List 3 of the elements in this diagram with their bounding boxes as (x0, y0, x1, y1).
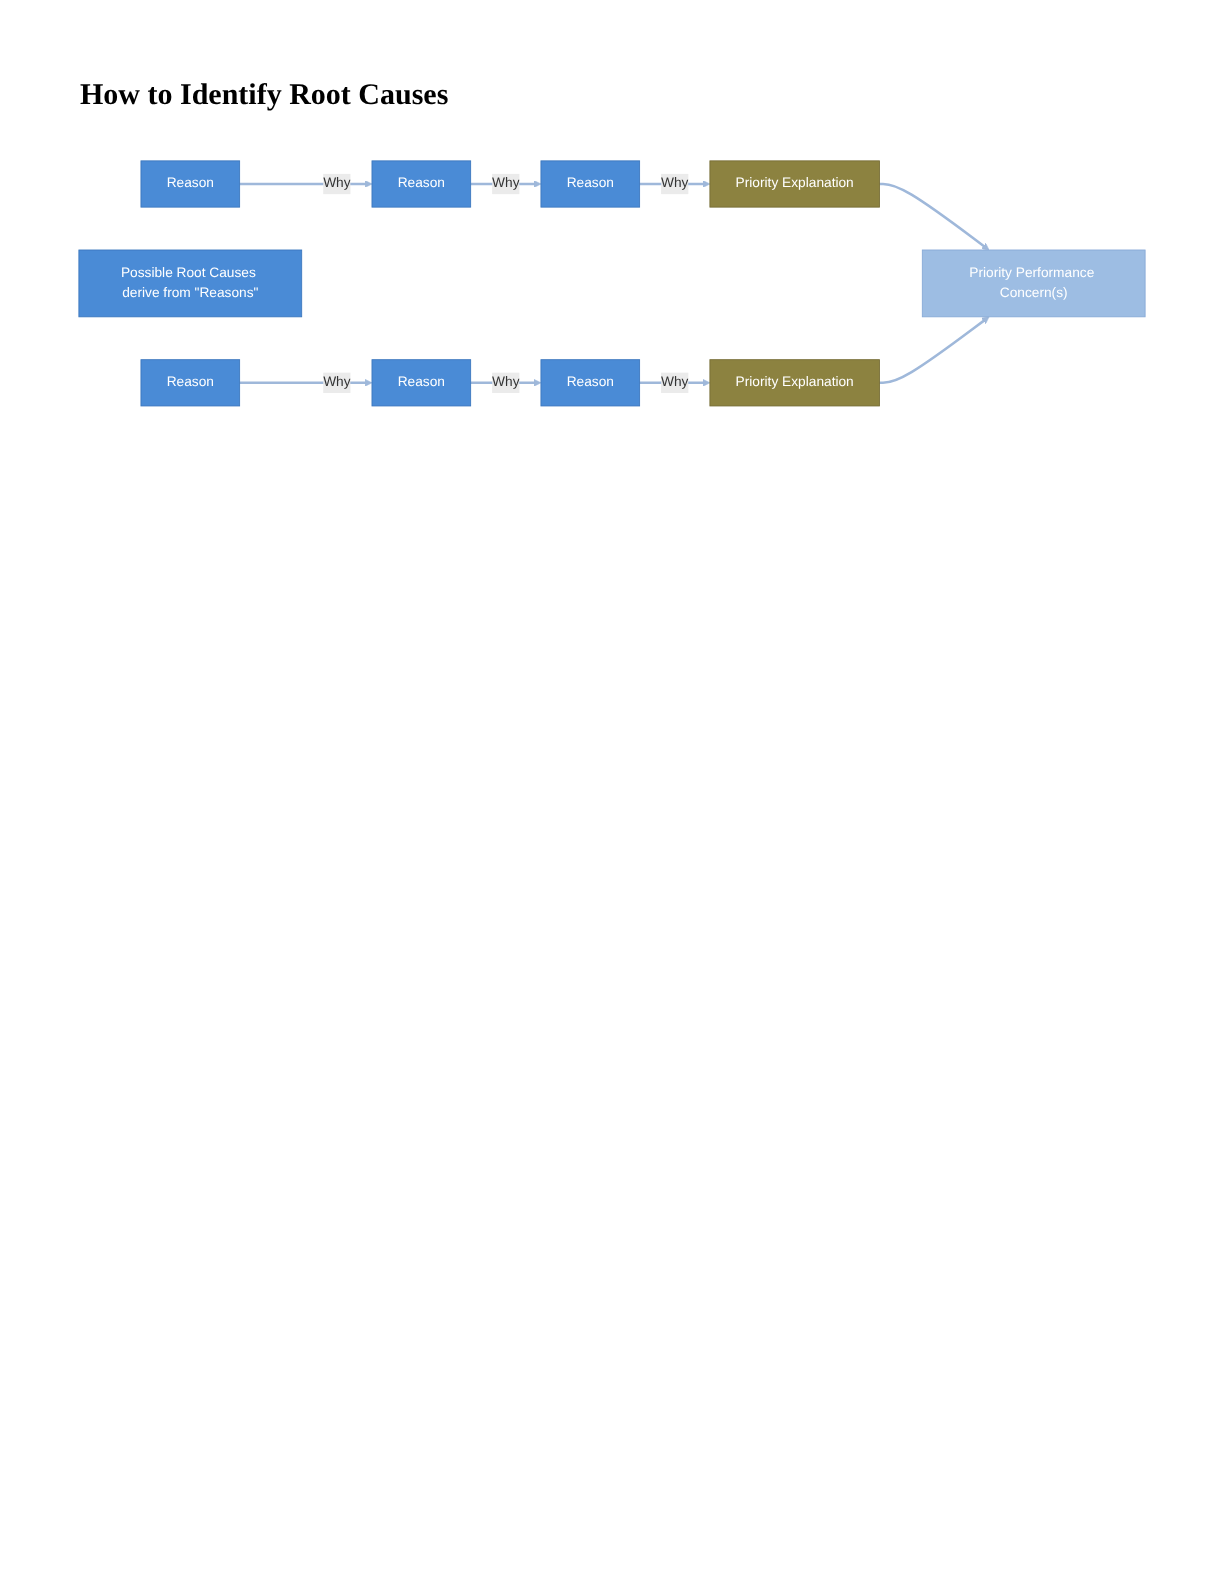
arrow (879, 182, 990, 251)
page-title: How to Identify Root Causes (80, 80, 451, 114)
arrow (879, 316, 990, 385)
